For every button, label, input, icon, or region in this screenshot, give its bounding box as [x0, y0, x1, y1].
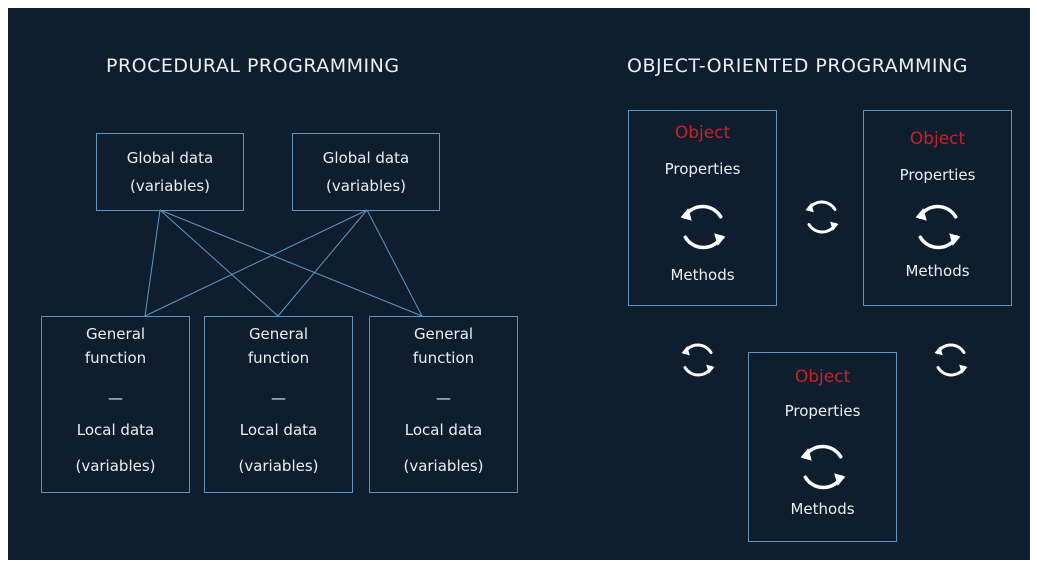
- object-box: Object Properties Methods: [748, 352, 897, 542]
- global-data-sublabel: (variables): [325, 177, 407, 195]
- local-data-sublabel: (variables): [238, 457, 319, 475]
- connector-line: [159, 209, 423, 317]
- connector-line: [159, 209, 279, 317]
- connector-line: [144, 209, 161, 317]
- procedural-title: PROCEDURAL PROGRAMMING: [106, 55, 400, 77]
- global-data-sublabel: (variables): [129, 177, 211, 195]
- refresh-cycle-icon: [915, 204, 961, 250]
- global-data-box: Global data (variables): [292, 133, 440, 211]
- connector-line: [366, 209, 423, 317]
- object-methods-label: Methods: [905, 262, 970, 280]
- local-data-sublabel: (variables): [403, 457, 484, 475]
- local-data-label: Local data: [239, 421, 318, 439]
- global-data-label: Global data: [126, 149, 214, 167]
- function-label: function: [84, 349, 147, 367]
- refresh-cycle-icon: [934, 343, 968, 377]
- function-label: function: [247, 349, 310, 367]
- local-data-sublabel: (variables): [75, 457, 156, 475]
- oop-title: OBJECT-ORIENTED PROGRAMMING: [627, 55, 968, 77]
- local-data-label: Local data: [404, 421, 483, 439]
- object-label: Object: [674, 123, 731, 143]
- refresh-cycle-icon: [680, 204, 726, 250]
- refresh-cycle-icon: [800, 444, 846, 490]
- object-properties-label: Properties: [899, 166, 976, 184]
- function-box: General function — Local data (variables…: [369, 316, 518, 493]
- function-separator: —: [436, 389, 451, 407]
- object-box: Object Properties Methods: [628, 110, 777, 306]
- object-methods-label: Methods: [790, 500, 855, 518]
- function-label: General: [85, 325, 146, 343]
- global-data-label: Global data: [322, 149, 410, 167]
- object-methods-label: Methods: [670, 266, 735, 284]
- object-properties-label: Properties: [784, 402, 861, 420]
- function-label: General: [413, 325, 474, 343]
- global-data-box: Global data (variables): [96, 133, 244, 211]
- function-separator: —: [108, 389, 123, 407]
- function-box: General function — Local data (variables…: [204, 316, 353, 493]
- function-label: function: [412, 349, 475, 367]
- object-box: Object Properties Methods: [863, 110, 1012, 306]
- connector-line: [277, 209, 368, 317]
- function-box: General function — Local data (variables…: [41, 316, 190, 493]
- object-label: Object: [909, 129, 966, 149]
- procedural-connectors: [144, 209, 423, 317]
- object-label: Object: [794, 367, 851, 387]
- function-separator: —: [271, 389, 286, 407]
- function-label: General: [248, 325, 309, 343]
- diagram-canvas: PROCEDURAL PROGRAMMING OBJECT-ORIENTED P…: [8, 8, 1030, 560]
- object-properties-label: Properties: [664, 160, 741, 178]
- connector-line: [144, 209, 368, 317]
- refresh-cycle-icon: [681, 343, 715, 377]
- local-data-label: Local data: [76, 421, 155, 439]
- refresh-cycle-icon: [805, 200, 839, 234]
